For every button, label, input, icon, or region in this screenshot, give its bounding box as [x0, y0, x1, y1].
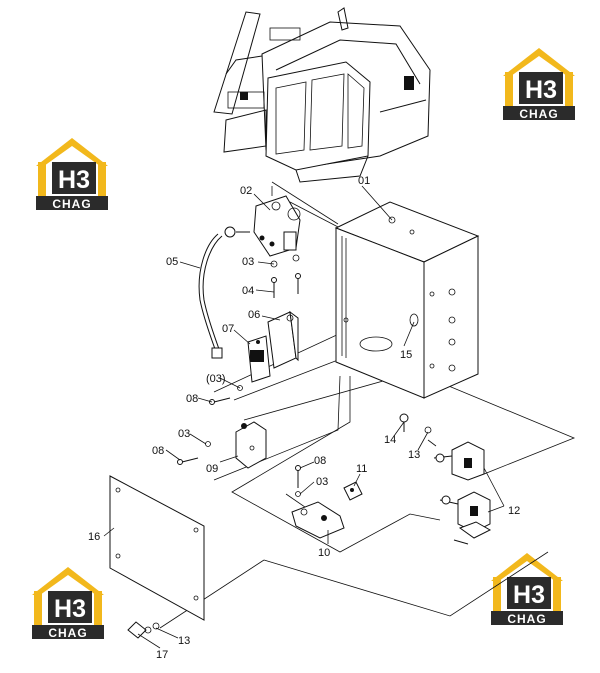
- callout-07: 07: [222, 323, 234, 335]
- switch-assembly-12: [433, 441, 492, 545]
- cover-panel-16: [109, 475, 205, 621]
- svg-text:H3: H3: [513, 581, 545, 609]
- svg-text:H3: H3: [54, 595, 86, 623]
- clip-11: [343, 481, 363, 501]
- brand-logo-bottom-right: H3 CHAG: [491, 553, 563, 626]
- brand-logo-mid-left: H3 CHAG: [36, 138, 108, 211]
- callout-03: 03: [242, 256, 254, 268]
- callout-17: 17: [156, 649, 168, 661]
- excavator-cab-illustration: [213, 7, 431, 183]
- callout-06: 06: [248, 309, 260, 321]
- brand-logo-top-right: H3 CHAG: [503, 48, 575, 121]
- callout-09: 09: [206, 463, 218, 475]
- svg-text:CHAG: CHAG: [52, 197, 91, 211]
- callout-03-b: 03: [178, 428, 190, 440]
- callout-08: 08: [186, 393, 198, 405]
- callout-12: 12: [508, 505, 520, 517]
- svg-text:CHAG: CHAG: [48, 626, 87, 640]
- callout-03-ref: (03): [206, 373, 226, 385]
- callout-13-b: 13: [178, 635, 190, 647]
- svg-text:H3: H3: [525, 76, 557, 104]
- relay-bracket-02: [253, 195, 301, 257]
- svg-text:CHAG: CHAG: [507, 612, 546, 626]
- relay-06: [267, 310, 299, 369]
- callout-08-b: 08: [152, 445, 164, 457]
- callout-04: 04: [242, 285, 254, 297]
- wing-nut-17: [127, 621, 160, 639]
- callout-leaders: [103, 185, 505, 649]
- callout-05: 05: [166, 256, 178, 268]
- callout-11: 11: [356, 463, 367, 475]
- svg-text:H3: H3: [58, 166, 90, 194]
- wire-harness-05: [198, 226, 250, 359]
- fasteners-13-14: [399, 413, 432, 434]
- callout-03-c: 03: [316, 476, 328, 488]
- callout-13: 13: [408, 449, 420, 461]
- controller-box-01: [334, 201, 480, 399]
- callout-labels: 01 02 03 04 05 06 07 (03) 08 15 03 08 09…: [88, 175, 520, 661]
- brand-logo-bottom-left: H3 CHAG: [32, 567, 104, 640]
- relay-09: [177, 421, 267, 469]
- callout-10: 10: [318, 547, 330, 559]
- relay-07: [247, 335, 271, 383]
- callout-01: 01: [358, 175, 370, 187]
- callout-16: 16: [88, 531, 100, 543]
- svg-text:CHAG: CHAG: [519, 107, 558, 121]
- bracket-10: [291, 465, 345, 539]
- callout-08-c: 08: [314, 455, 326, 467]
- callout-15: 15: [400, 349, 412, 361]
- callout-02: 02: [240, 185, 252, 197]
- callout-14: 14: [384, 434, 396, 446]
